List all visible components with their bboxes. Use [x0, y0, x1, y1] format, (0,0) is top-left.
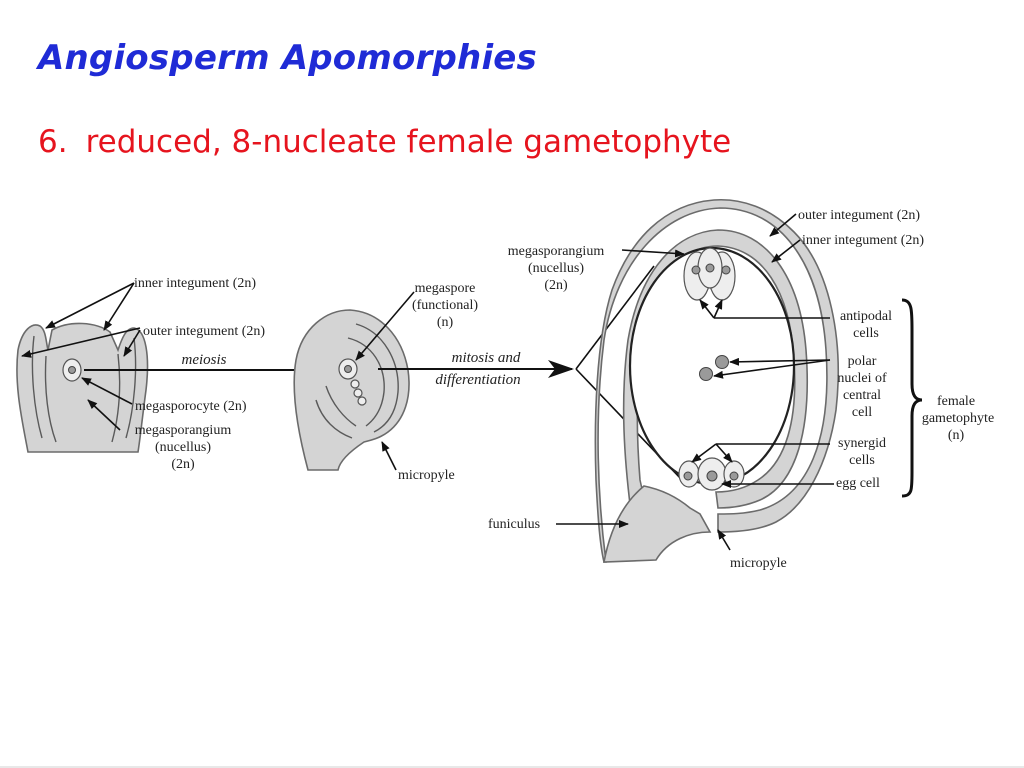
label-megasporocyte: megasporocyte (2n)	[135, 399, 247, 414]
antipodal-nucleus-2	[705, 263, 715, 273]
label-antipodal-2: cells	[853, 326, 879, 341]
arrow-outer-integument-right	[769, 213, 797, 237]
right-ovule: outer integument (2n) inner integument (…	[488, 198, 994, 571]
middle-outer-integument-line	[355, 323, 399, 433]
label-inner-integument-left: inner integument (2n)	[134, 276, 256, 291]
meiosis-arrow: meiosis	[84, 352, 336, 379]
slide-title: Angiosperm Apomorphies	[38, 38, 537, 78]
arrow-antipodal-2	[713, 299, 723, 319]
right-ovule-outer-integument	[594, 198, 839, 563]
point-text: reduced, 8-nucleate female gametophyte	[85, 124, 732, 160]
left-outer-integument-line-2	[125, 337, 137, 439]
left-inner-integument-line	[44, 355, 57, 443]
label-egg-cell: egg cell	[836, 476, 880, 491]
zoom-line-top	[575, 265, 655, 370]
label-polar-3: central	[843, 388, 881, 403]
label-inner-integument-right: inner integument (2n)	[802, 233, 924, 248]
arrow-outer-integument-a	[21, 327, 141, 358]
middle-inner-integument-line	[347, 337, 385, 427]
label-funiculus: funiculus	[488, 517, 540, 532]
middle-ovule: megaspore (functional) (n) micropyle	[293, 281, 478, 483]
middle-ovule-body	[293, 309, 410, 471]
synergid-nucleus-right	[729, 471, 739, 481]
label-female-3: (n)	[948, 428, 965, 443]
label-differentiation: differentiation	[435, 372, 520, 388]
label-megasporangium-left-3: (2n)	[171, 457, 195, 472]
degenerate-megaspore-2	[353, 388, 363, 398]
arrow-micropyle-middle	[381, 441, 397, 471]
middle-integument-line-left	[315, 399, 353, 439]
label-outer-integument-right: outer integument (2n)	[798, 208, 920, 223]
label-meiosis: meiosis	[182, 352, 227, 368]
antipodal-nucleus-3	[721, 265, 731, 275]
gametophyte-brace	[901, 298, 923, 498]
slide-footer-line	[0, 766, 1024, 768]
label-megasporangium-right-2: (nucellus)	[528, 261, 584, 276]
label-polar-1: polar	[848, 354, 877, 369]
label-mitosis: mitosis and	[452, 350, 521, 366]
label-megasporangium-left-2: (nucellus)	[155, 440, 211, 455]
label-female-2: gametophyte	[922, 411, 994, 426]
arrow-megasporangium-right	[621, 249, 685, 258]
label-female-1: female	[937, 394, 975, 409]
label-outer-integument-left: outer integument (2n)	[143, 324, 265, 339]
antipodal-nucleus-1	[691, 265, 701, 275]
label-synergid-1: synergid	[838, 436, 886, 451]
middle-integument-line-left-2	[325, 385, 357, 427]
arrow-micropyle-right	[717, 529, 731, 551]
point-number: 6.	[38, 124, 68, 160]
label-micropyle-middle: micropyle	[398, 468, 455, 483]
arrow-megaspore	[355, 291, 415, 361]
arrow-synergid-right	[715, 443, 733, 463]
polar-nucleus-2	[699, 367, 713, 381]
arrow-antipodal-1	[699, 299, 715, 319]
arrow-inner-integument-a	[45, 282, 135, 329]
right-ovule-funiculus	[603, 485, 712, 563]
arrow-synergid-left	[691, 443, 717, 463]
arrow-polar-2	[713, 359, 831, 379]
synergid-nucleus-left	[683, 471, 693, 481]
arrow-inner-integument-b	[103, 282, 135, 331]
label-polar-2: nuclei of	[837, 371, 887, 386]
label-megaspore-2: (functional)	[412, 298, 478, 313]
bullet-point: 6. reduced, 8-nucleate female gametophyte	[38, 124, 731, 160]
arrow-inner-integument-right	[771, 239, 801, 263]
label-megasporangium-right-1: megasporangium	[508, 244, 605, 259]
left-ovule: inner integument (2n) outer integument (…	[16, 276, 265, 472]
arrow-megasporangium-left	[87, 399, 121, 431]
functional-megaspore-nucleus	[344, 365, 352, 373]
label-megaspore-3: (n)	[437, 315, 454, 330]
arrow-polar-1	[729, 357, 831, 366]
label-antipodal-1: antipodal	[840, 309, 892, 324]
label-polar-4: cell	[852, 405, 872, 420]
megasporocyte-nucleus	[68, 366, 76, 374]
arrow-outer-integument-b	[123, 329, 141, 357]
egg-nucleus	[706, 470, 718, 482]
arrow-megasporocyte	[81, 377, 133, 405]
degenerate-megaspore-3	[357, 396, 367, 406]
polar-nucleus-1	[715, 355, 729, 369]
left-outer-integument-line	[31, 335, 43, 439]
degenerate-megaspore-1	[350, 379, 360, 389]
label-micropyle-right: micropyle	[730, 556, 787, 571]
label-megasporangium-right-3: (2n)	[544, 278, 568, 293]
mitosis-arrow: mitosis and differentiation	[378, 350, 574, 388]
label-synergid-2: cells	[849, 453, 875, 468]
label-megaspore-1: megaspore	[415, 281, 476, 296]
label-megasporangium-left-1: megasporangium	[135, 423, 232, 438]
left-inner-integument-line-2	[111, 353, 121, 443]
